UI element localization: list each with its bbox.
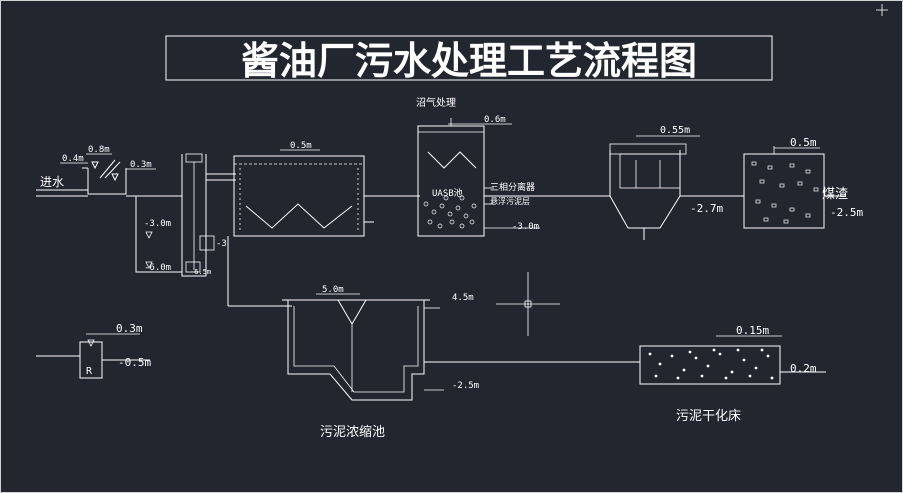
sludge-pump-well [36, 339, 150, 379]
elev-inlet-03: 0.3m [130, 160, 152, 170]
elev-th-50: 5.0m [322, 285, 344, 295]
three-phase-separator-label: 三相分离器 [490, 181, 535, 193]
elev-reg-6: -6.0m [144, 263, 171, 273]
elev-pump-03: 0.3m [116, 322, 143, 335]
elev-clar-27: -2.7m [690, 202, 723, 215]
cad-crosshair [496, 272, 560, 336]
elev-coal-25: -2.5m [830, 206, 863, 219]
elev-clar-055: 0.55m [660, 125, 690, 136]
elev-inlet-04: 0.4m [62, 154, 84, 164]
regulating-tank [135, 153, 236, 277]
sludge-thickener [282, 299, 640, 401]
elev-coal-05: 0.5m [790, 136, 817, 149]
coal-slag-filter [743, 146, 846, 229]
uasb-label: UASB池 [432, 187, 463, 199]
drying-bed-particles [648, 348, 774, 380]
diagram-title: 酱油厂污水处理工艺流程图 [241, 39, 697, 83]
pump-r-label: R [86, 366, 93, 377]
coal-slag-label: 煤渣 [822, 187, 848, 202]
elev-th-25: -2.5m [452, 381, 479, 391]
biogas-label: 沼气处理 [416, 96, 456, 109]
inlet-screen-chamber [36, 159, 150, 197]
elev-reg-65: -6.5m [190, 268, 211, 276]
elev-markers-inlet [60, 153, 156, 170]
elev-uasb-3: -3.0m [512, 222, 539, 232]
elev-hydro-05: 0.5m [290, 141, 312, 151]
corner-marker [876, 4, 888, 16]
sludge-drying-bed [639, 345, 826, 385]
sludge-layer-label: 悬浮污泥层 [490, 196, 530, 206]
uasb-sludge-particles [423, 195, 477, 229]
elev-bed-02: 0.2m [790, 362, 817, 375]
elev-reg-3: -3.0m [144, 219, 171, 229]
elev-th-45: 4.5m [452, 293, 474, 303]
elev-bed-015: 0.15m [736, 324, 769, 337]
uasb-reactor [417, 118, 610, 237]
elev-uasb-06: 0.6m [484, 115, 506, 125]
thickener-label: 污泥浓缩池 [320, 424, 385, 440]
hydrolysis-tank [227, 155, 420, 307]
coal-slag-particles [751, 161, 819, 224]
drying-bed-label: 污泥干化床 [676, 409, 741, 424]
elev-pump-05: -0.5m [118, 356, 151, 369]
elev-reg-3b: -3 [216, 239, 227, 249]
title-frame [165, 35, 773, 81]
elev-inlet-08: 0.8m [88, 145, 110, 155]
inlet-label: 进水 [40, 175, 64, 189]
secondary-clarifier [596, 143, 744, 240]
